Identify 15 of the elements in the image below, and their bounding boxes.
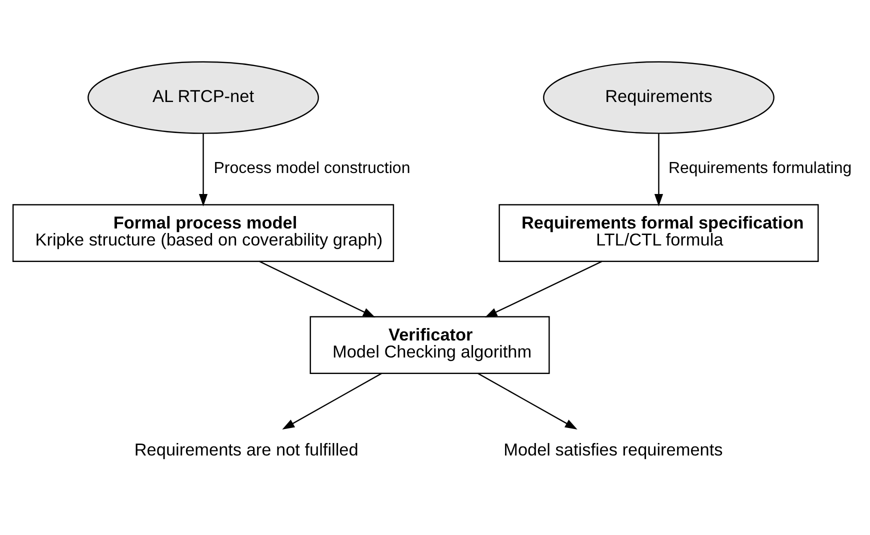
node-box: Verificator Model Checking algorithm bbox=[310, 316, 550, 374]
node-ellipse: AL RTCP-net bbox=[88, 61, 319, 134]
node-text: Requirements are not fulfilled bbox=[134, 439, 358, 460]
node-box: Requirements formal specification LTL/CTL formula bbox=[498, 204, 819, 262]
node-text: Model satisfies requirements bbox=[504, 439, 723, 460]
arrow bbox=[198, 133, 208, 206]
arrow bbox=[282, 372, 382, 430]
arrow bbox=[654, 133, 664, 206]
node-box: Formal process model Kripke structure (based on coverability graph) bbox=[12, 204, 394, 262]
edge-label: Process model construction bbox=[214, 160, 410, 178]
edge-label: Requirements formulating bbox=[668, 160, 852, 178]
arrow bbox=[258, 260, 376, 318]
arrow bbox=[478, 372, 578, 430]
node-ellipse: Requirements bbox=[543, 61, 774, 134]
arrow bbox=[484, 260, 602, 318]
